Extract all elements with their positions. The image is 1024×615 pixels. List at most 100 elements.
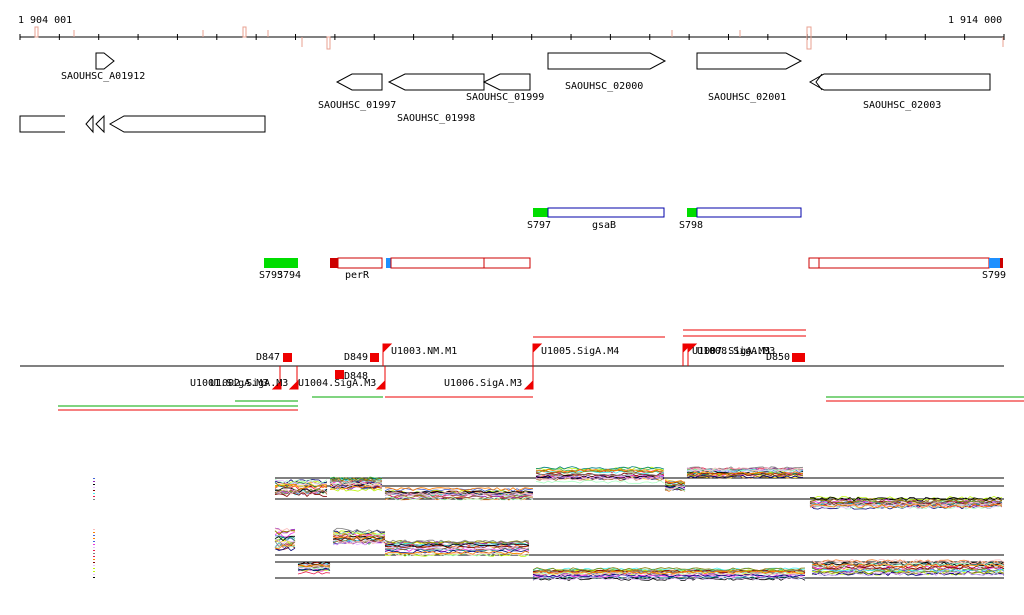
feature-perR-downstream[interactable] — [386, 257, 531, 269]
scale-dots — [93, 478, 95, 500]
feature-S798[interactable]: S798 — [679, 207, 802, 231]
gene-arrow[interactable] — [85, 114, 94, 134]
expression-lines — [274, 466, 1003, 510]
d-markers — [283, 353, 805, 379]
label-D848: D848 — [344, 371, 368, 382]
range-lines-upper — [533, 329, 806, 338]
flag-marker[interactable] — [382, 343, 393, 354]
feature-gsaB[interactable]: S797 gsaB — [527, 207, 665, 231]
expression-trace — [274, 479, 328, 485]
expression-trace — [532, 573, 806, 578]
scale-dot — [93, 499, 95, 500]
feature-S793-S794[interactable]: S793 S794 — [259, 258, 301, 281]
flag-marker[interactable] — [532, 343, 543, 354]
feature-end-cap — [1000, 258, 1003, 268]
expression-trace — [274, 480, 328, 486]
gene-arrow[interactable] — [547, 52, 667, 70]
flag-marker[interactable] — [288, 379, 299, 390]
gene-arrow[interactable] — [387, 73, 485, 91]
gene-label: SAOUHSC_02001 — [708, 92, 786, 103]
regulatory-track: D847 D849 D848 D850 U1003.NM.M1 U1005.Si… — [20, 329, 1024, 411]
expression-trace — [384, 495, 534, 499]
expression-trace — [384, 496, 534, 501]
gene-unlabeled-1[interactable] — [19, 115, 65, 133]
flag-marker[interactable] — [271, 379, 282, 390]
scale-dot — [93, 490, 95, 491]
feature-body[interactable] — [696, 207, 802, 218]
expression-trace — [384, 543, 530, 547]
d-marker-D847[interactable] — [283, 353, 292, 362]
flag-marker[interactable] — [375, 379, 386, 390]
expression-track-upper — [93, 466, 1004, 510]
expression-trace — [274, 528, 296, 533]
flag-marker[interactable] — [523, 379, 534, 390]
gene-arrow[interactable] — [108, 115, 266, 133]
gene-arrow[interactable] — [335, 73, 383, 91]
gene-unlabeled-3[interactable] — [108, 115, 266, 133]
feature-body[interactable] — [390, 257, 531, 269]
feature-label-perR: perR — [345, 270, 370, 281]
expression-trace — [809, 495, 1003, 501]
gene-unlabeled-2[interactable] — [85, 114, 105, 134]
gene-arrow[interactable] — [696, 52, 803, 70]
feature-track-1: S797 gsaB S798 — [527, 207, 802, 231]
d-marker-D848[interactable] — [335, 370, 344, 379]
label-U1007: U1007.SigA.M3 — [692, 346, 770, 357]
feature-body[interactable] — [337, 257, 383, 269]
expression-trace — [664, 485, 686, 489]
expression-trace — [809, 504, 1003, 509]
expression-trace — [329, 481, 383, 487]
d-marker-D850[interactable] — [792, 353, 805, 362]
scale-dots — [93, 529, 95, 578]
flag-markers-upper — [382, 343, 698, 366]
label-U1004: U1004.SigA.M3 — [298, 378, 376, 389]
gene-arrow[interactable] — [19, 115, 65, 133]
expression-trace — [297, 568, 331, 571]
expression-trace — [664, 485, 686, 490]
scale-dot — [93, 571, 95, 572]
expression-trace — [384, 539, 530, 544]
gene-SAOUHSC_01998[interactable]: SAOUHSC_01998 — [387, 73, 485, 124]
feature-body[interactable] — [547, 207, 665, 218]
expression-trace — [332, 527, 386, 533]
feature-perR[interactable]: perR — [330, 257, 383, 281]
label-U1005: U1005.SigA.M4 — [541, 346, 619, 357]
expression-trace — [274, 544, 295, 549]
expression-trace — [686, 472, 804, 476]
expression-trace — [686, 467, 803, 472]
feature-block[interactable] — [264, 258, 298, 268]
scale-dot — [93, 544, 95, 545]
scale-dot — [93, 493, 95, 494]
gene-label: SAOUHSC_01997 — [318, 100, 396, 111]
feature-body[interactable] — [808, 257, 990, 269]
expression-trace — [811, 563, 1005, 569]
expression-trace — [274, 535, 295, 542]
gene-SAOUHSC_01999[interactable]: SAOUHSC_01999 — [466, 73, 544, 103]
gene-SAOUHSC_01997[interactable]: SAOUHSC_01997 — [318, 73, 396, 111]
gene-SAOUHSC_02001[interactable]: SAOUHSC_02001 — [696, 52, 803, 103]
position-marker — [34, 26, 39, 38]
gene-arrow[interactable] — [95, 52, 115, 70]
expression-trace — [274, 480, 328, 486]
expression-trace — [532, 576, 806, 581]
gene-SAOUHSC_A01912[interactable]: SAOUHSC_A01912 — [61, 52, 145, 82]
position-marker — [806, 26, 812, 50]
scale-dot — [93, 487, 95, 488]
gene-arrow[interactable] — [808, 73, 991, 91]
expression-trace — [811, 564, 1005, 570]
expression-trace — [274, 538, 296, 545]
gene-SAOUHSC_02003[interactable]: SAOUHSC_02003 — [808, 73, 991, 111]
expression-trace — [664, 481, 686, 486]
expression-trace — [686, 471, 804, 475]
expression-trace — [384, 547, 530, 552]
expression-lines — [274, 527, 1005, 581]
expression-trace — [274, 540, 296, 548]
gene-arrow[interactable] — [482, 73, 531, 91]
gene-SAOUHSC_02000[interactable]: SAOUHSC_02000 — [547, 52, 667, 92]
feature-S799[interactable]: S799 — [808, 257, 1006, 281]
feature-start-block — [386, 258, 391, 268]
d-marker-D849[interactable] — [370, 353, 379, 362]
gene-arrow[interactable] — [95, 114, 105, 134]
expression-trace — [274, 531, 296, 538]
feature-label-gsaB: gsaB — [592, 220, 616, 231]
